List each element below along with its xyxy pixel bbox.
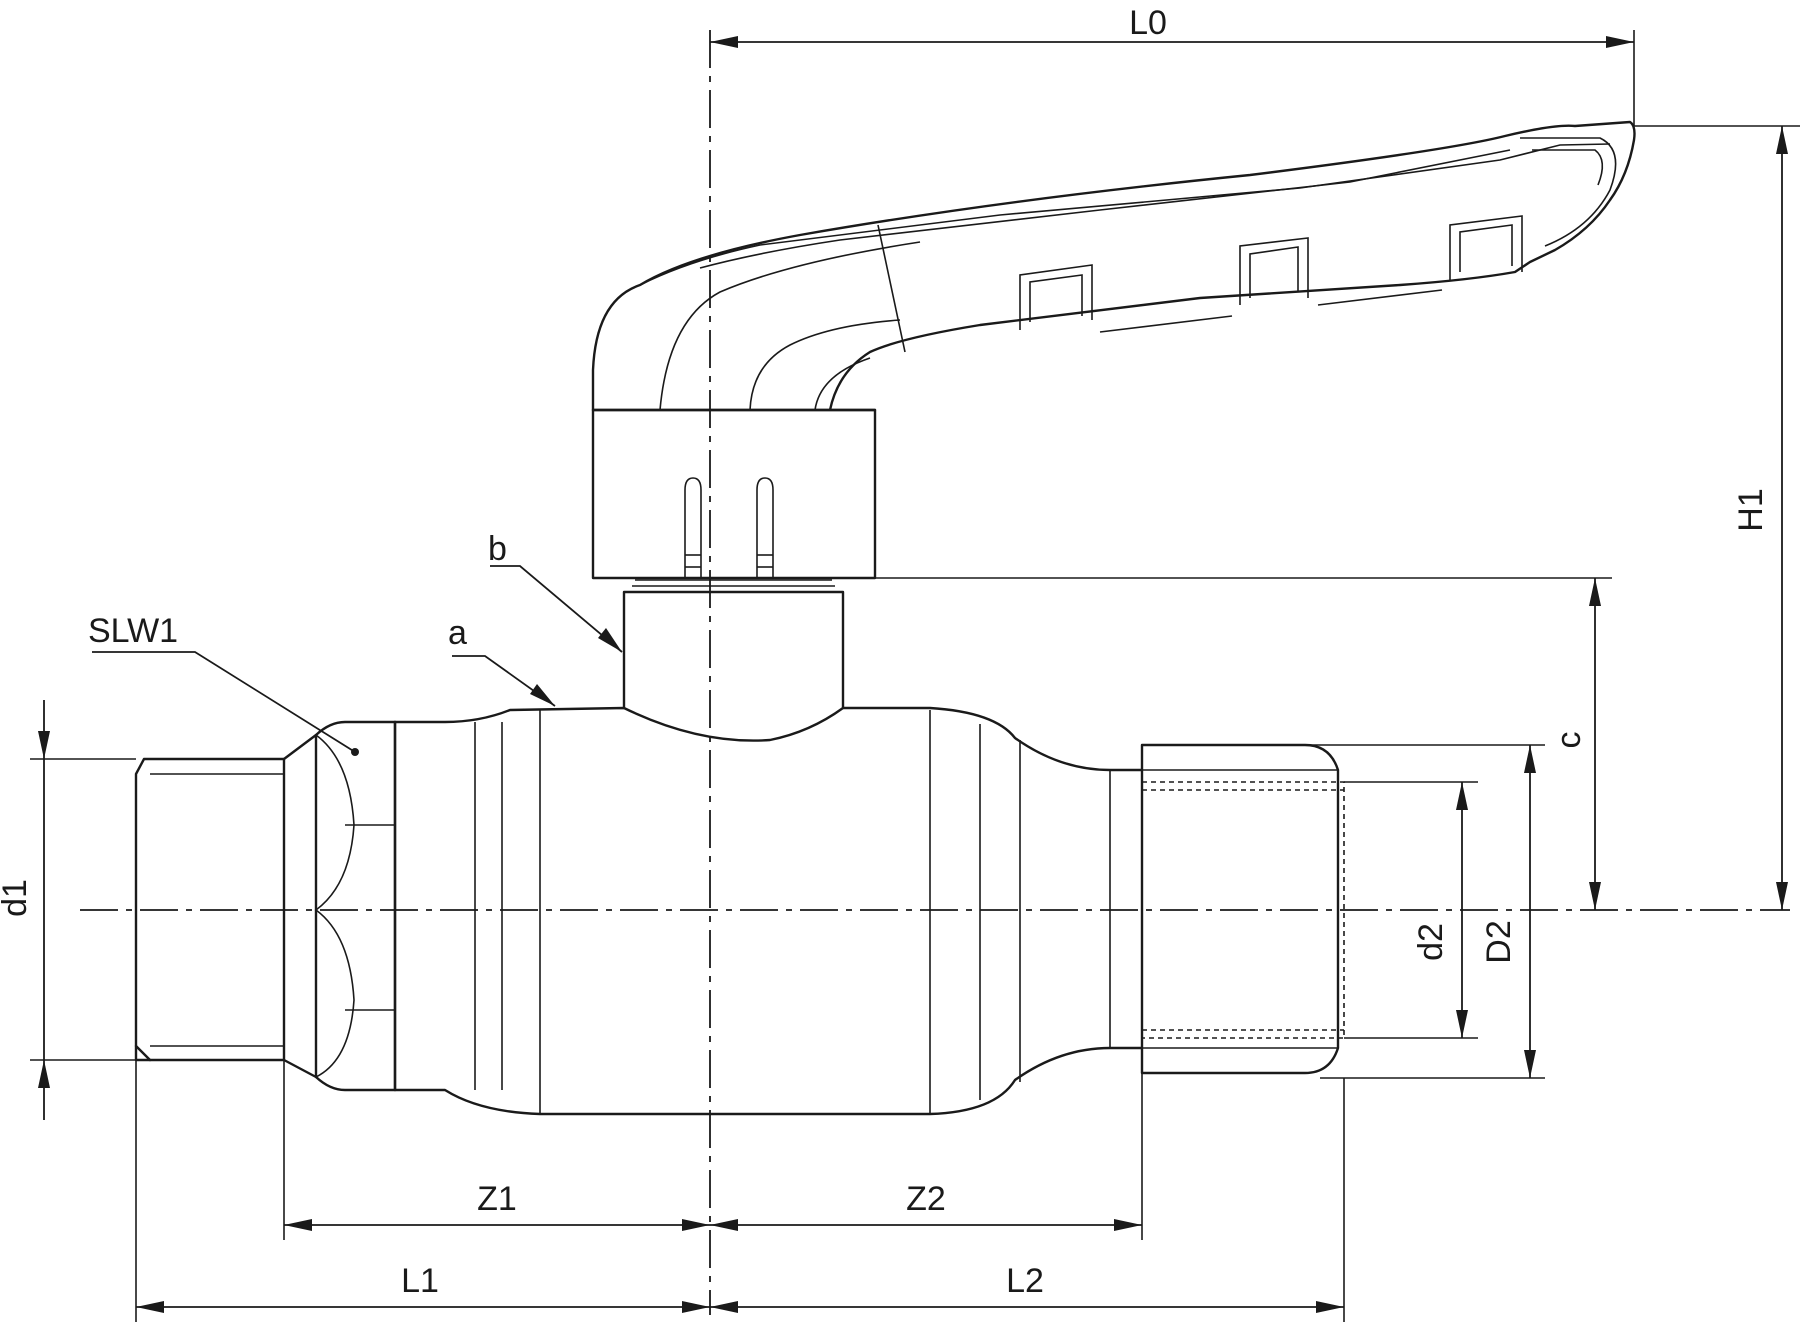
label-a: a [448,614,467,652]
centerlines [80,30,1790,1315]
label-l2: L2 [1006,1262,1044,1300]
label-h1: H1 [1732,488,1770,531]
dimension-labels: L0 H1 c b a SLW1 d1 d2 D2 Z1 Z2 L1 L2 [0,4,1770,1300]
label-z1: Z1 [477,1180,517,1218]
label-z2: Z2 [906,1180,946,1218]
label-slw1: SLW1 [88,612,178,650]
label-d1: d1 [0,879,34,917]
valve-handle [591,120,1636,580]
label-b: b [488,530,507,568]
label-c: c [1550,732,1588,749]
label-l0: L0 [1129,4,1167,42]
label-D2: D2 [1480,920,1518,963]
valve-body [134,706,1345,1116]
dimension-lines [30,30,1800,1322]
valve-stem [622,477,845,710]
label-l1: L1 [401,1262,439,1300]
label-d2: d2 [1412,923,1450,961]
